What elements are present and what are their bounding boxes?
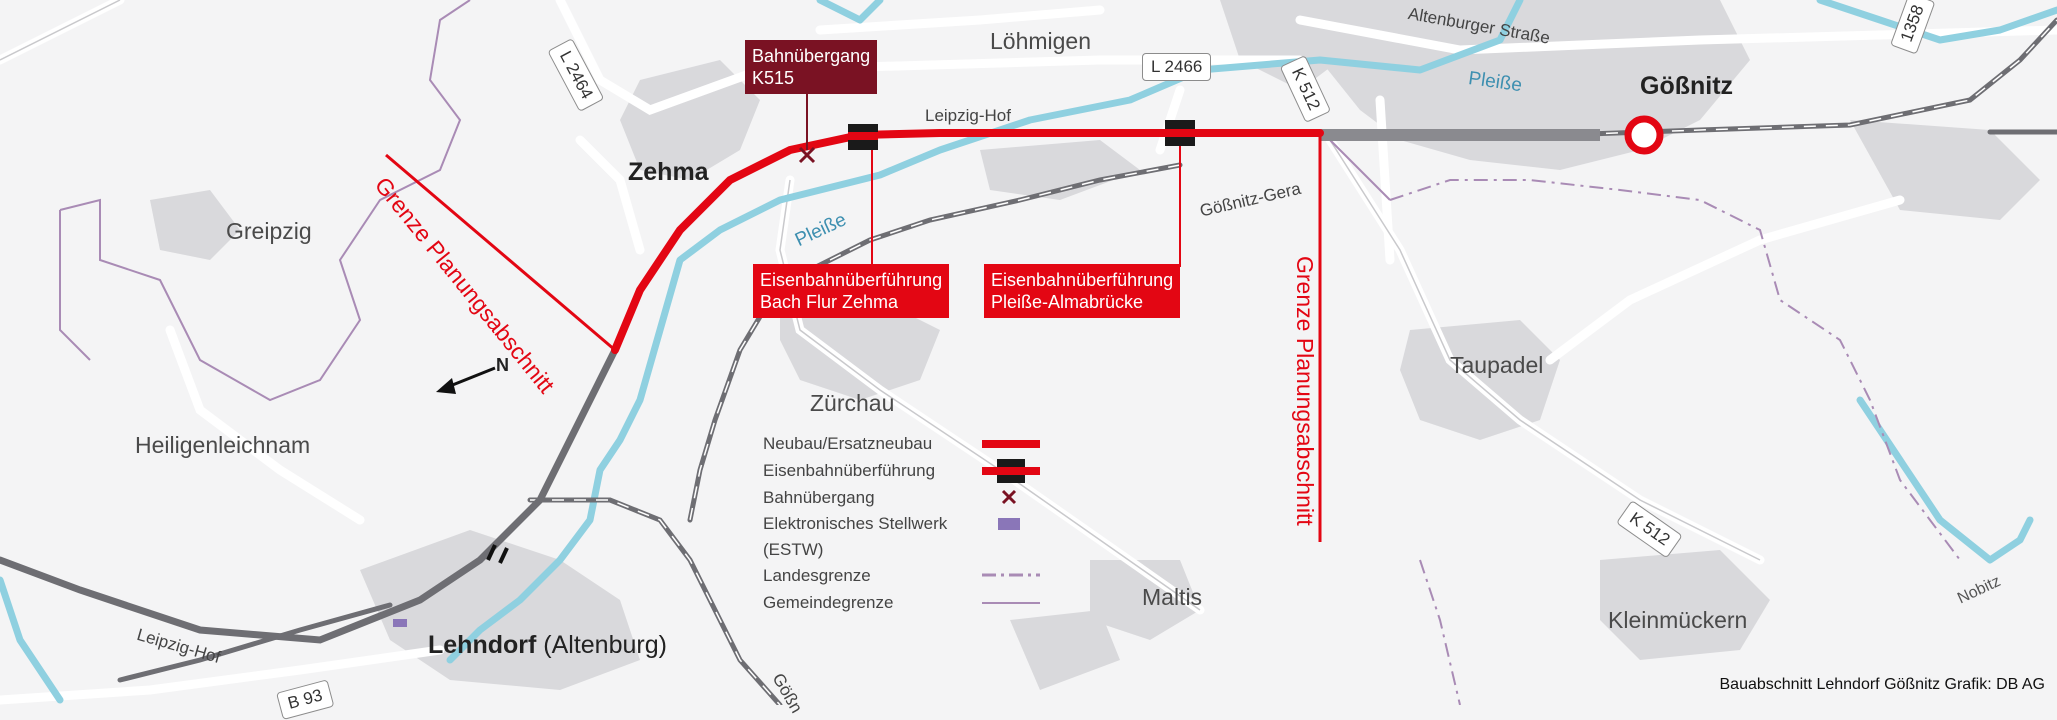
section-start-marker (486, 544, 509, 564)
boundary-right-label: Grenze Planungsabschnitt (1292, 256, 1318, 526)
legend-item-landesgrenze: Landesgrenze (763, 566, 871, 585)
place-lehndorf: Lehndorf (Altenburg) (428, 631, 667, 660)
callout-bahnuebergang-line2: K515 (752, 68, 795, 88)
rivers (0, 0, 2057, 704)
bridge-markers (848, 120, 1195, 150)
settlement-areas (150, 0, 2040, 690)
rail-leipzig-hof-top: Leipzig-Hof (925, 106, 1011, 125)
callout-euf-bach-flur-zehma: Eisenbahnüberführung Bach Flur Zehma (753, 264, 950, 318)
legend-symbols (982, 440, 1040, 604)
new-build-line (611, 129, 1324, 354)
callout-euf-bach-line1: Eisenbahnüberführung (760, 270, 943, 290)
railway-leipzig-hof-south (0, 346, 619, 644)
place-taupadel: Taupadel (1450, 352, 1544, 378)
place-heiligenleichnam: Heiligenleichnam (135, 432, 311, 458)
place-lehndorf-suffix: (Altenburg) (543, 631, 667, 659)
legend-item-neubau: Neubau/Ersatzneubau (763, 434, 933, 453)
existing-railways-dash (530, 19, 2057, 705)
place-goessnitz: Gößnitz (1640, 72, 1734, 100)
callout-euf-pleisse-almabruecke: Eisenbahnüberführung Pleiße-Almabrücke (984, 264, 1181, 318)
place-zehma: Zehma (628, 158, 709, 186)
callout-euf-pleisse-line2: Pleiße-Almabrücke (991, 292, 1144, 312)
place-lehndorf-name: Lehndorf (428, 631, 537, 659)
callout-bahnuebergang-k515: Bahnübergang K515 (745, 40, 878, 94)
roads-outline (0, 0, 1761, 611)
callout-euf-pleisse-line1: Eisenbahnüberführung (991, 270, 1174, 290)
place-zuerchau: Zürchau (810, 390, 895, 416)
estw-marker (393, 619, 407, 627)
legend-item-estw: Elektronisches Stellwerk (763, 514, 948, 533)
legend-item-bahnuebergang: Bahnübergang (763, 488, 875, 507)
callout-leaders (871, 146, 1181, 267)
callout-bahnuebergang-line1: Bahnübergang (752, 46, 871, 66)
image-credit: Bauabschnitt Lehndorf Gößnitz Grafik: DB… (1719, 676, 2046, 693)
legend-item-estw-abbr: (ESTW) (763, 540, 824, 559)
north-label: N (496, 355, 509, 375)
legend-item-eisenbahnueberfuehrung: Eisenbahnüberführung (763, 461, 936, 480)
place-greipzig: Greipzig (226, 218, 312, 244)
legend-item-gemeindegrenze: Gemeindegrenze (763, 593, 894, 612)
map-canvas (0, 0, 2057, 705)
place-maltis: Maltis (1142, 584, 1203, 610)
legend-estw-icon (998, 518, 1020, 530)
callout-euf-bach-line2: Bach Flur Zehma (760, 292, 899, 312)
goessnitz-station-icon (1624, 115, 1664, 155)
place-kleinmueckern: Kleinmückern (1608, 607, 1748, 633)
road-l2466: L 2466 (1142, 53, 1212, 81)
boundary-left-line (385, 153, 616, 352)
north-arrow-icon (436, 366, 496, 394)
place-loehmigen: Löhmigen (990, 28, 1092, 54)
legend-level-crossing-icon (1001, 489, 1017, 505)
admin-borders (59, 0, 1961, 705)
level-crossing-marker (798, 146, 816, 164)
